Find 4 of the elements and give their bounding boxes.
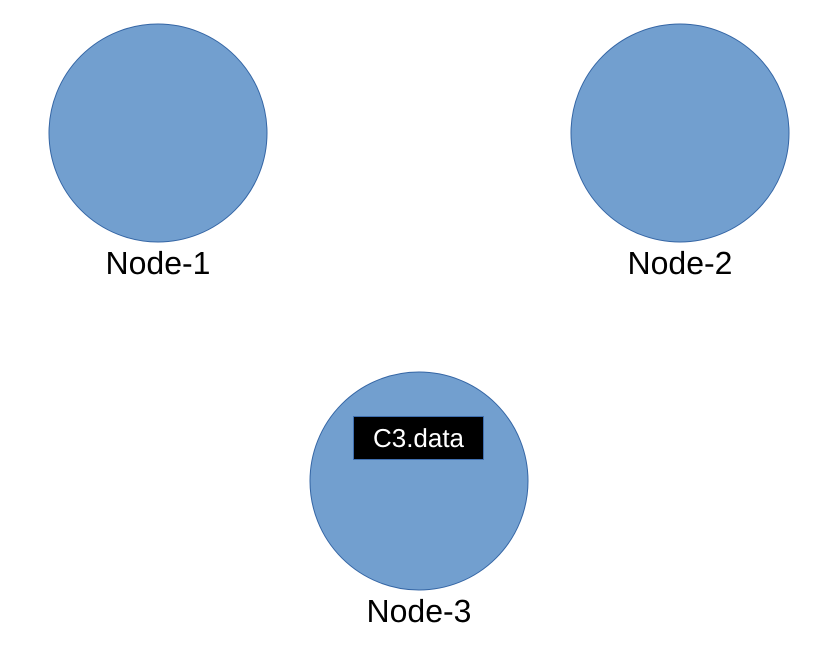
node-label: Node-3 (366, 593, 472, 630)
node-label: Node-2 (626, 245, 734, 282)
data-tag: C3.data (353, 416, 484, 460)
node-label: Node-1 (104, 245, 212, 282)
